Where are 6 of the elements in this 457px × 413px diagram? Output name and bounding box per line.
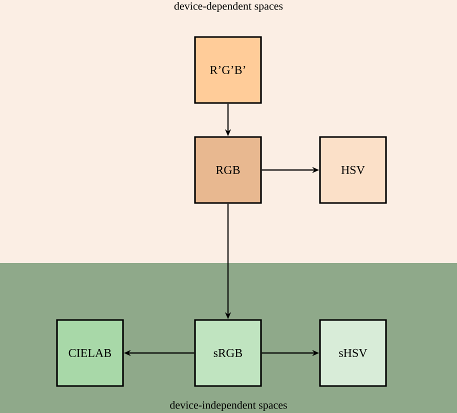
color-space-box: RGB	[194, 136, 262, 204]
color-space-box: sRGB	[194, 319, 262, 387]
color-space-box: R’G’B’	[194, 36, 262, 104]
color-space-box: sHSV	[319, 319, 387, 387]
color-space-box: CIELAB	[56, 319, 124, 387]
color-space-box: HSV	[319, 136, 387, 204]
